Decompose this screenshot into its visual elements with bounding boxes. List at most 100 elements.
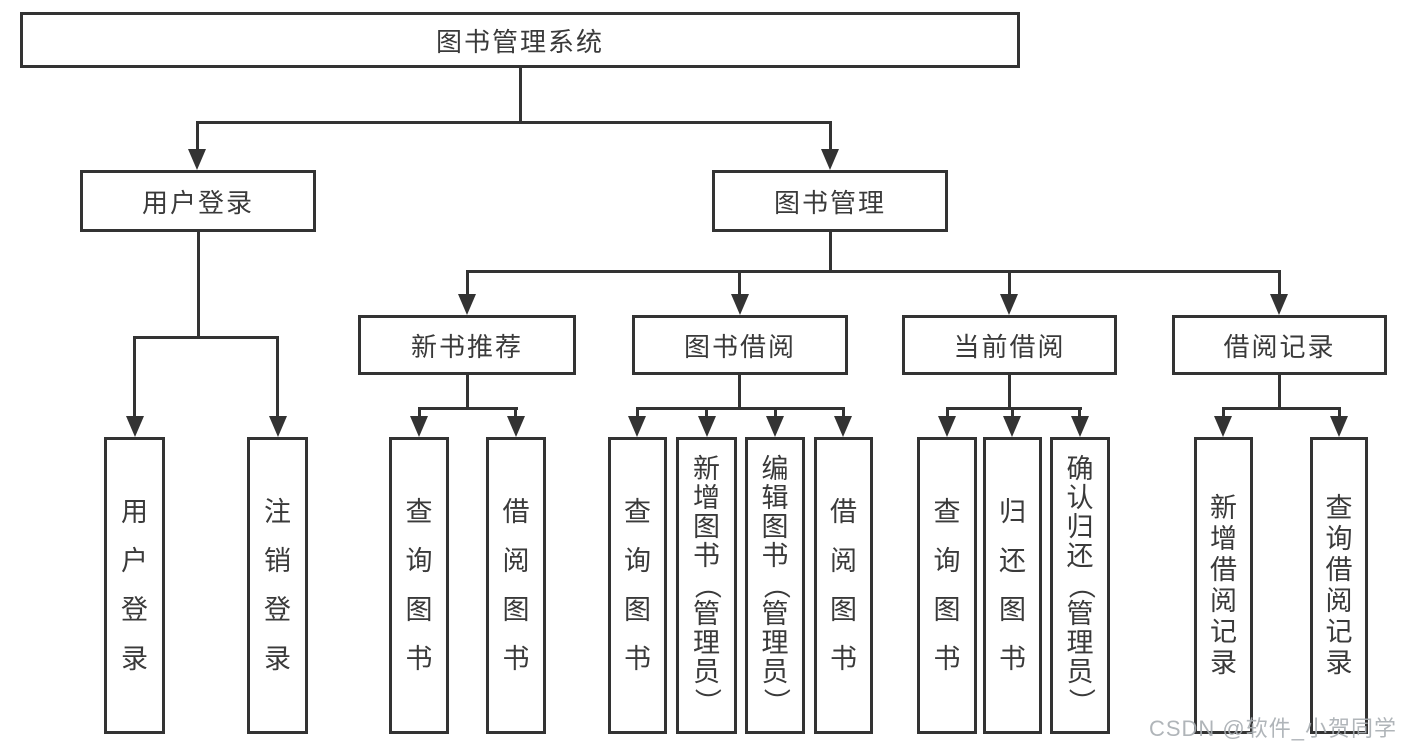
vertical-char: 辑 [761,483,789,513]
vertical-char: 理 [761,628,789,658]
node-borrowing-records: 借阅记录 [1172,315,1387,375]
node-library-system-label: 图书管理系统 [435,26,604,57]
node-user-login-label: 用户登录 [141,187,254,218]
node-add-books-admin: 新增图书（管理员） [676,437,737,734]
connector-line [466,270,1280,273]
vertical-char: 录 [1210,647,1237,678]
connector-line [466,270,469,296]
vertical-char: 录 [121,643,148,674]
connector-line [946,407,1082,410]
connector-line [1008,270,1011,296]
node-query-books-borrowing: 查询图书 [608,437,667,734]
connector-line [466,375,469,407]
node-library-system: 图书管理系统 [20,12,1020,68]
node-user-login-leaf-label: 用户登录 [107,440,162,731]
vertical-char: 归 [999,496,1026,527]
connector-line [636,407,845,410]
connector-line [1338,407,1341,418]
vertical-char: 阅 [502,545,530,576]
vertical-char: 询 [624,545,651,576]
node-user-login-leaf: 用户登录 [104,437,165,734]
arrowhead-icon [731,294,749,315]
connector-line [1278,270,1281,296]
vertical-char: （ [760,572,791,599]
vertical-char: 销 [264,545,291,576]
connector-line [519,68,522,121]
arrowhead-icon [188,149,206,170]
arrowhead-icon [938,416,956,437]
node-query-books-recommend: 查询图书 [389,437,449,734]
node-book-management-label: 图书管理 [773,187,886,218]
arrowhead-icon [269,416,287,437]
node-add-borrow-record-label: 新增借阅记录 [1197,440,1250,731]
vertical-char: 新 [1210,492,1237,523]
node-query-books-recommend-label: 查询图书 [392,440,446,731]
node-add-books-admin-label: 新增图书（管理员） [679,440,734,731]
vertical-char: 管 [1066,599,1094,629]
arrowhead-icon [766,416,784,437]
arrowhead-icon [507,416,525,437]
node-confirm-return-admin-label: 确认归还（管理员） [1053,440,1107,731]
vertical-char: 书 [761,541,789,571]
vertical-char: ） [1065,688,1096,715]
vertical-char: 登 [264,594,291,625]
node-borrow-books-recommend: 借阅图书 [486,437,546,734]
vertical-char: 管 [693,599,720,629]
vertical-char: 借 [502,496,530,527]
node-query-borrow-record: 查询借阅记录 [1310,437,1368,734]
vertical-char: 注 [264,496,291,527]
vertical-char: 书 [933,643,961,674]
node-confirm-return-admin: 确认归还（管理员） [1050,437,1110,734]
vertical-char: 户 [121,545,148,576]
arrowhead-icon [628,416,646,437]
vertical-char: 书 [693,541,720,571]
vertical-char: 图 [830,594,857,625]
vertical-char: ） [692,688,722,715]
vertical-char: 录 [264,643,291,674]
vertical-char: 确 [1066,454,1094,484]
vertical-char: 理 [693,628,720,658]
vertical-char: 增 [1210,523,1237,554]
connector-line [418,407,421,418]
connector-line [842,407,845,418]
watermark: CSDN @软件_小贺同学 [1148,716,1397,741]
vertical-char: 新 [693,454,720,484]
connector-line [636,407,639,418]
arrowhead-icon [1270,294,1288,315]
connector-line [1008,375,1011,407]
vertical-char: 图 [761,512,789,542]
connector-line [133,336,136,418]
node-return-books: 归还图书 [983,437,1042,734]
connector-line [1278,375,1281,407]
node-borrow-books-borrowing-label: 借阅图书 [817,440,870,731]
vertical-char: 管 [761,599,789,629]
vertical-char: 询 [405,545,433,576]
node-add-borrow-record: 新增借阅记录 [1194,437,1253,734]
node-edit-books-admin: 编辑图书（管理员） [745,437,805,734]
connector-line [946,407,949,418]
vertical-char: 查 [933,496,961,527]
vertical-char: 图 [624,594,651,625]
arrowhead-icon [834,416,852,437]
vertical-char: 记 [1325,616,1353,647]
vertical-char: 图 [405,594,433,625]
arrowhead-icon [1071,416,1089,437]
connector-line [1222,407,1341,410]
vertical-char: 阅 [1210,585,1237,616]
arrowhead-icon [698,416,716,437]
vertical-char: 增 [693,483,720,513]
vertical-char: 理 [1066,628,1094,658]
connector-line [1078,407,1081,418]
node-logout-leaf-label: 注销登录 [250,440,305,731]
connector-line [514,407,517,418]
connector-line [418,407,518,410]
vertical-char: 查 [405,496,433,527]
arrowhead-icon [410,416,428,437]
vertical-char: 还 [1066,541,1094,571]
node-new-book-recommend: 新书推荐 [358,315,576,375]
vertical-char: 询 [933,545,961,576]
node-current-borrowing: 当前借阅 [902,315,1117,375]
connector-line [738,375,741,407]
arrowhead-icon [821,149,839,170]
connector-line [133,336,279,339]
